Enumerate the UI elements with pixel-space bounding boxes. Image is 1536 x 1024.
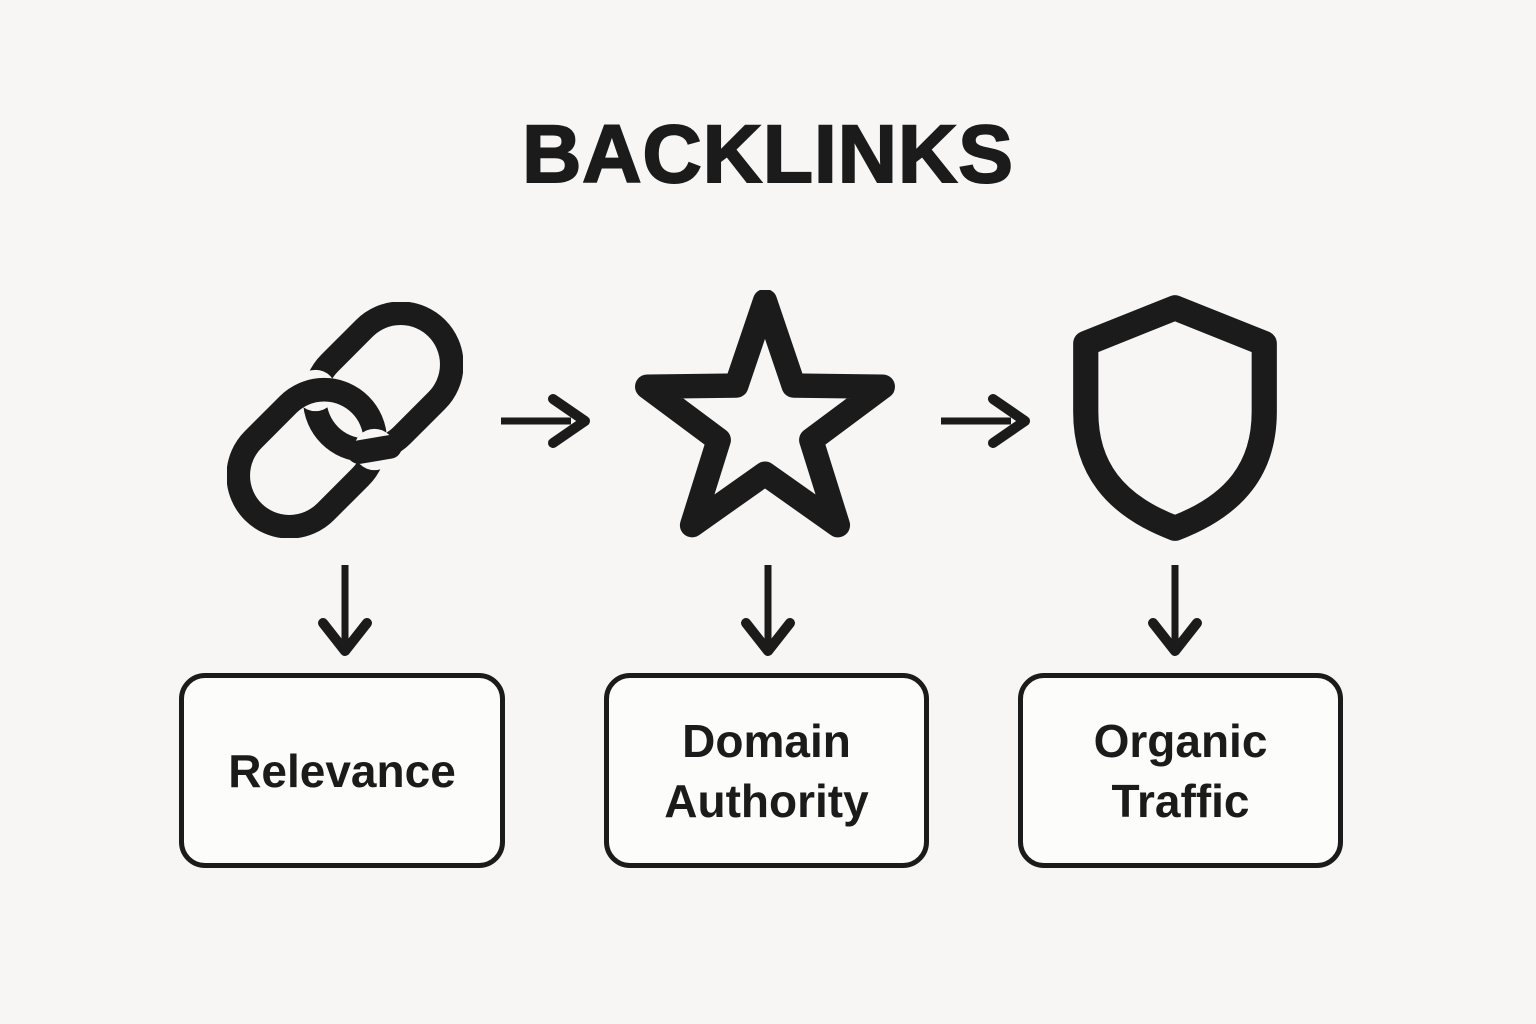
arrow-down-icon xyxy=(1143,561,1207,661)
shield-icon xyxy=(1049,291,1301,543)
arrow-right-icon xyxy=(497,391,593,451)
arrow-down-icon xyxy=(736,561,800,661)
domain-authority-label: Domain Authority xyxy=(664,714,869,827)
star-icon xyxy=(632,290,898,540)
organic-traffic-box: Organic Traffic xyxy=(1018,673,1343,868)
relevance-box: Relevance xyxy=(179,673,505,868)
relevance-label: Relevance xyxy=(228,744,456,797)
link-icon xyxy=(227,302,463,538)
domain-authority-box: Domain Authority xyxy=(604,673,929,868)
organic-traffic-label: Organic Traffic xyxy=(1093,714,1268,827)
arrow-right-icon xyxy=(937,391,1033,451)
arrow-down-icon xyxy=(313,561,377,661)
page-title: BACKLINKS xyxy=(521,108,1014,201)
